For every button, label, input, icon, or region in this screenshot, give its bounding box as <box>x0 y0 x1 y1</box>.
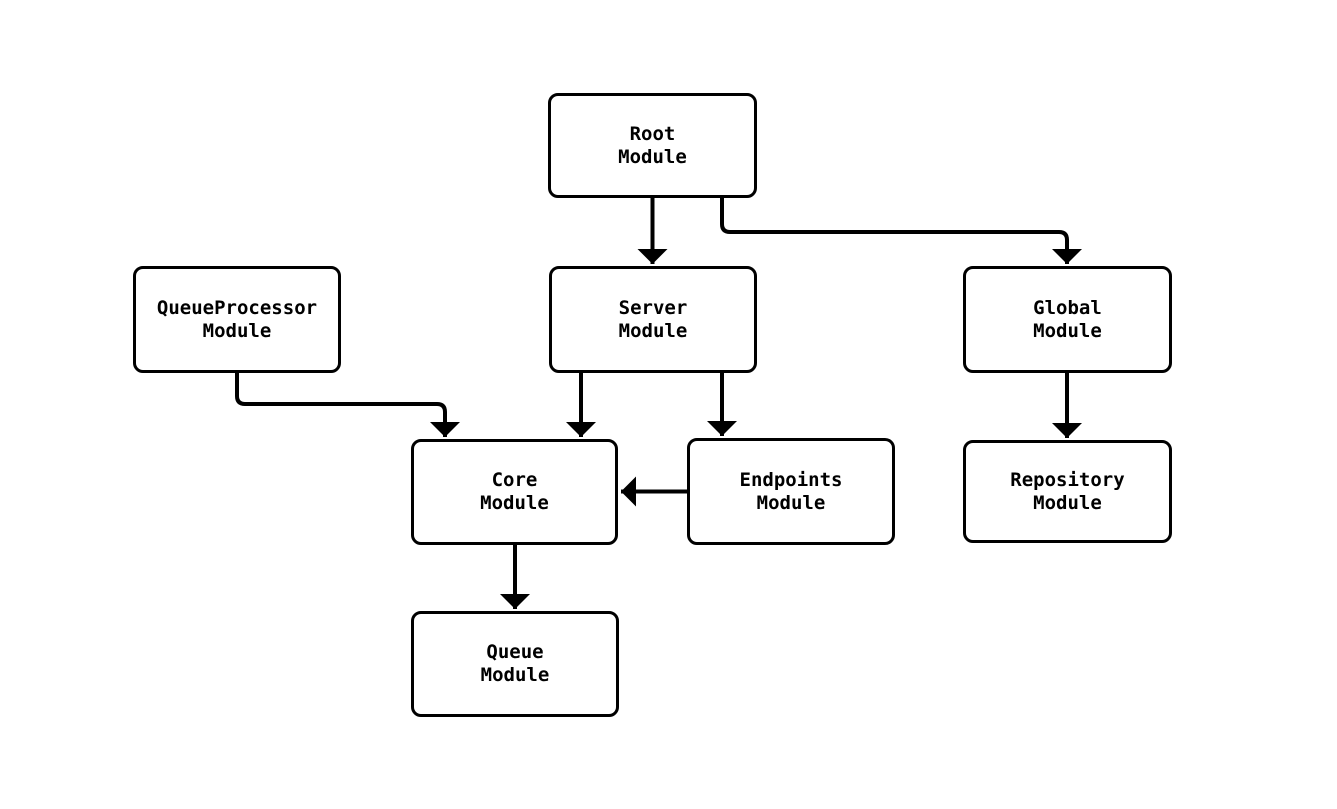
node-core-label-line2: Module <box>480 492 549 514</box>
node-root-label-line1: Root <box>629 122 676 145</box>
edge-root-global <box>720 198 1082 264</box>
node-queue-label-line2: Module <box>480 664 550 686</box>
node-repository-label-line2: Module <box>1033 491 1102 514</box>
node-core-label-line1: Core <box>491 469 538 491</box>
node-global-label-line2: Module <box>1033 319 1102 342</box>
node-queue-label-line1: Queue <box>486 641 544 663</box>
node-endpoints-label-line1: Endpoints <box>739 468 843 491</box>
node-root-label-line2: Module <box>618 145 687 168</box>
edge-queueprocessor-core <box>235 373 460 437</box>
node-repository-label-line1: Repository <box>1010 468 1125 491</box>
node-endpoints-label-line2: Module <box>756 491 826 514</box>
node-queueprocessor-label-line1: QueueProcessor <box>156 296 318 319</box>
node-queueprocessor-label-line2: Module <box>202 319 272 342</box>
node-server-label-line1: Server <box>618 296 688 319</box>
node-global-label-line1: Global <box>1033 296 1102 319</box>
node-server-label-line2: Module <box>618 319 688 342</box>
